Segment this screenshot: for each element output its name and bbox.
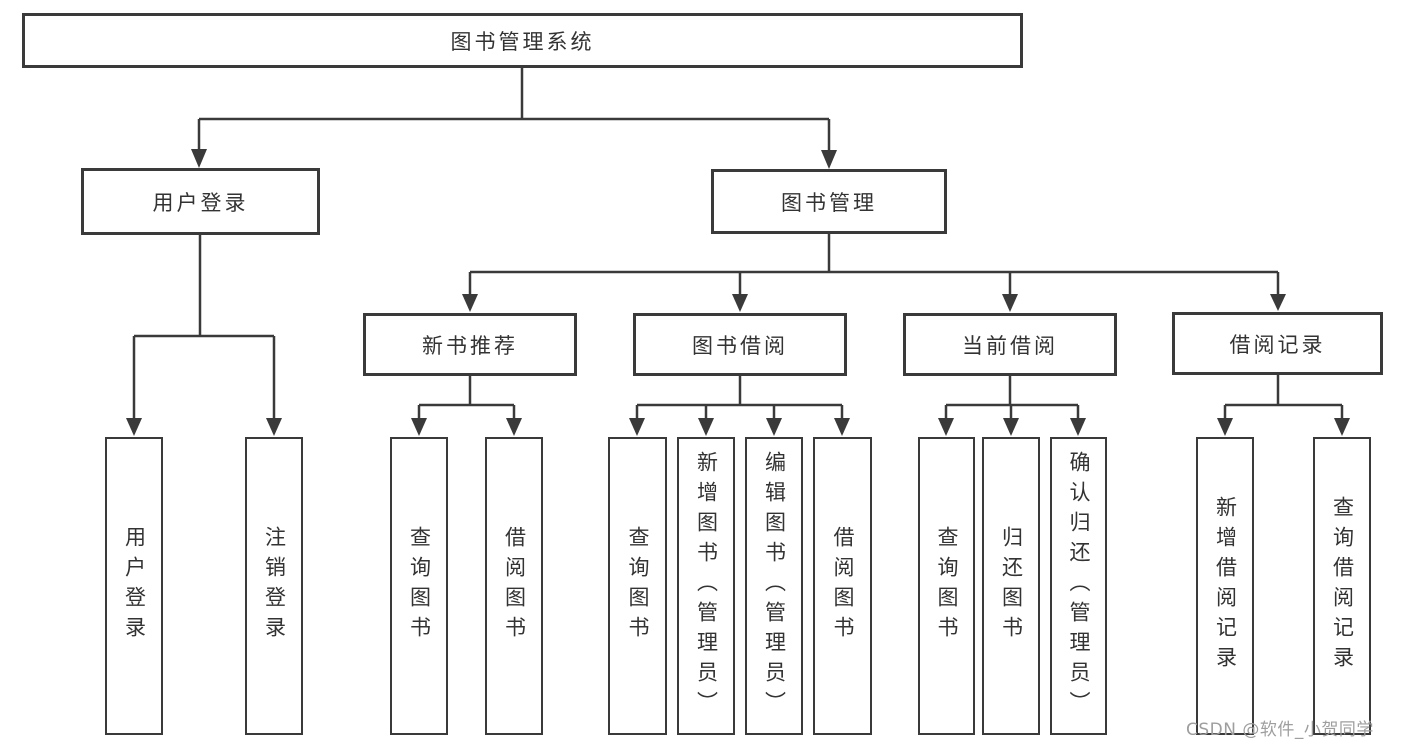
node-borrow-books-label: 借阅图书 — [831, 526, 855, 646]
node-query-books-current: 查询图书 — [918, 437, 975, 735]
node-root-label: 图书管理系统 — [450, 29, 595, 54]
node-add-borrow-record: 新增借阅记录 — [1196, 437, 1254, 735]
node-add-books-admin-label: 新增图书（管理员） — [694, 451, 719, 721]
node-confirm-return-admin-label: 确认归还（管理员） — [1067, 451, 1091, 721]
node-user-login-action-label: 用户登录 — [122, 526, 147, 646]
node-new-book-recommendation-label: 新书推荐 — [422, 333, 518, 358]
node-current-borrowing-label: 当前借阅 — [962, 333, 1058, 358]
node-borrow-books: 借阅图书 — [813, 437, 872, 735]
node-query-books-borrow-label: 查询图书 — [626, 526, 650, 646]
node-user-login: 用户登录 — [81, 168, 320, 235]
node-user-login-action: 用户登录 — [105, 437, 163, 735]
node-confirm-return-admin: 确认归还（管理员） — [1050, 437, 1107, 735]
node-query-books-recommend: 查询图书 — [390, 437, 448, 735]
node-new-book-recommendation: 新书推荐 — [363, 313, 577, 376]
node-book-borrowing-label: 图书借阅 — [692, 333, 788, 358]
node-current-borrowing: 当前借阅 — [903, 313, 1117, 376]
node-borrow-books-recommend: 借阅图书 — [485, 437, 543, 735]
node-borrowing-records-label: 借阅记录 — [1229, 332, 1326, 357]
node-query-borrow-record-label: 查询借阅记录 — [1330, 496, 1355, 676]
node-query-books-current-label: 查询图书 — [935, 526, 959, 646]
node-borrow-books-recommend-label: 借阅图书 — [502, 526, 527, 646]
node-query-books-recommend-label: 查询图书 — [407, 526, 432, 646]
node-book-management: 图书管理 — [711, 169, 947, 234]
node-logout: 注销登录 — [245, 437, 303, 735]
node-user-login-label: 用户登录 — [152, 190, 249, 215]
node-query-books-borrow: 查询图书 — [608, 437, 667, 735]
node-logout-label: 注销登录 — [262, 526, 287, 646]
node-return-books-label: 归还图书 — [999, 526, 1024, 646]
watermark-text: CSDN @软件_小贺同学 — [1186, 720, 1374, 740]
node-add-borrow-record-label: 新增借阅记录 — [1213, 496, 1238, 676]
node-book-borrowing: 图书借阅 — [633, 313, 847, 376]
node-edit-books-admin: 编辑图书（管理员） — [745, 437, 803, 735]
node-root: 图书管理系统 — [22, 13, 1023, 68]
node-edit-books-admin-label: 编辑图书（管理员） — [762, 451, 787, 721]
node-borrowing-records: 借阅记录 — [1172, 312, 1383, 375]
node-add-books-admin: 新增图书（管理员） — [677, 437, 735, 735]
node-book-management-label: 图书管理 — [781, 190, 877, 215]
node-return-books: 归还图书 — [982, 437, 1040, 735]
node-query-borrow-record: 查询借阅记录 — [1313, 437, 1371, 735]
